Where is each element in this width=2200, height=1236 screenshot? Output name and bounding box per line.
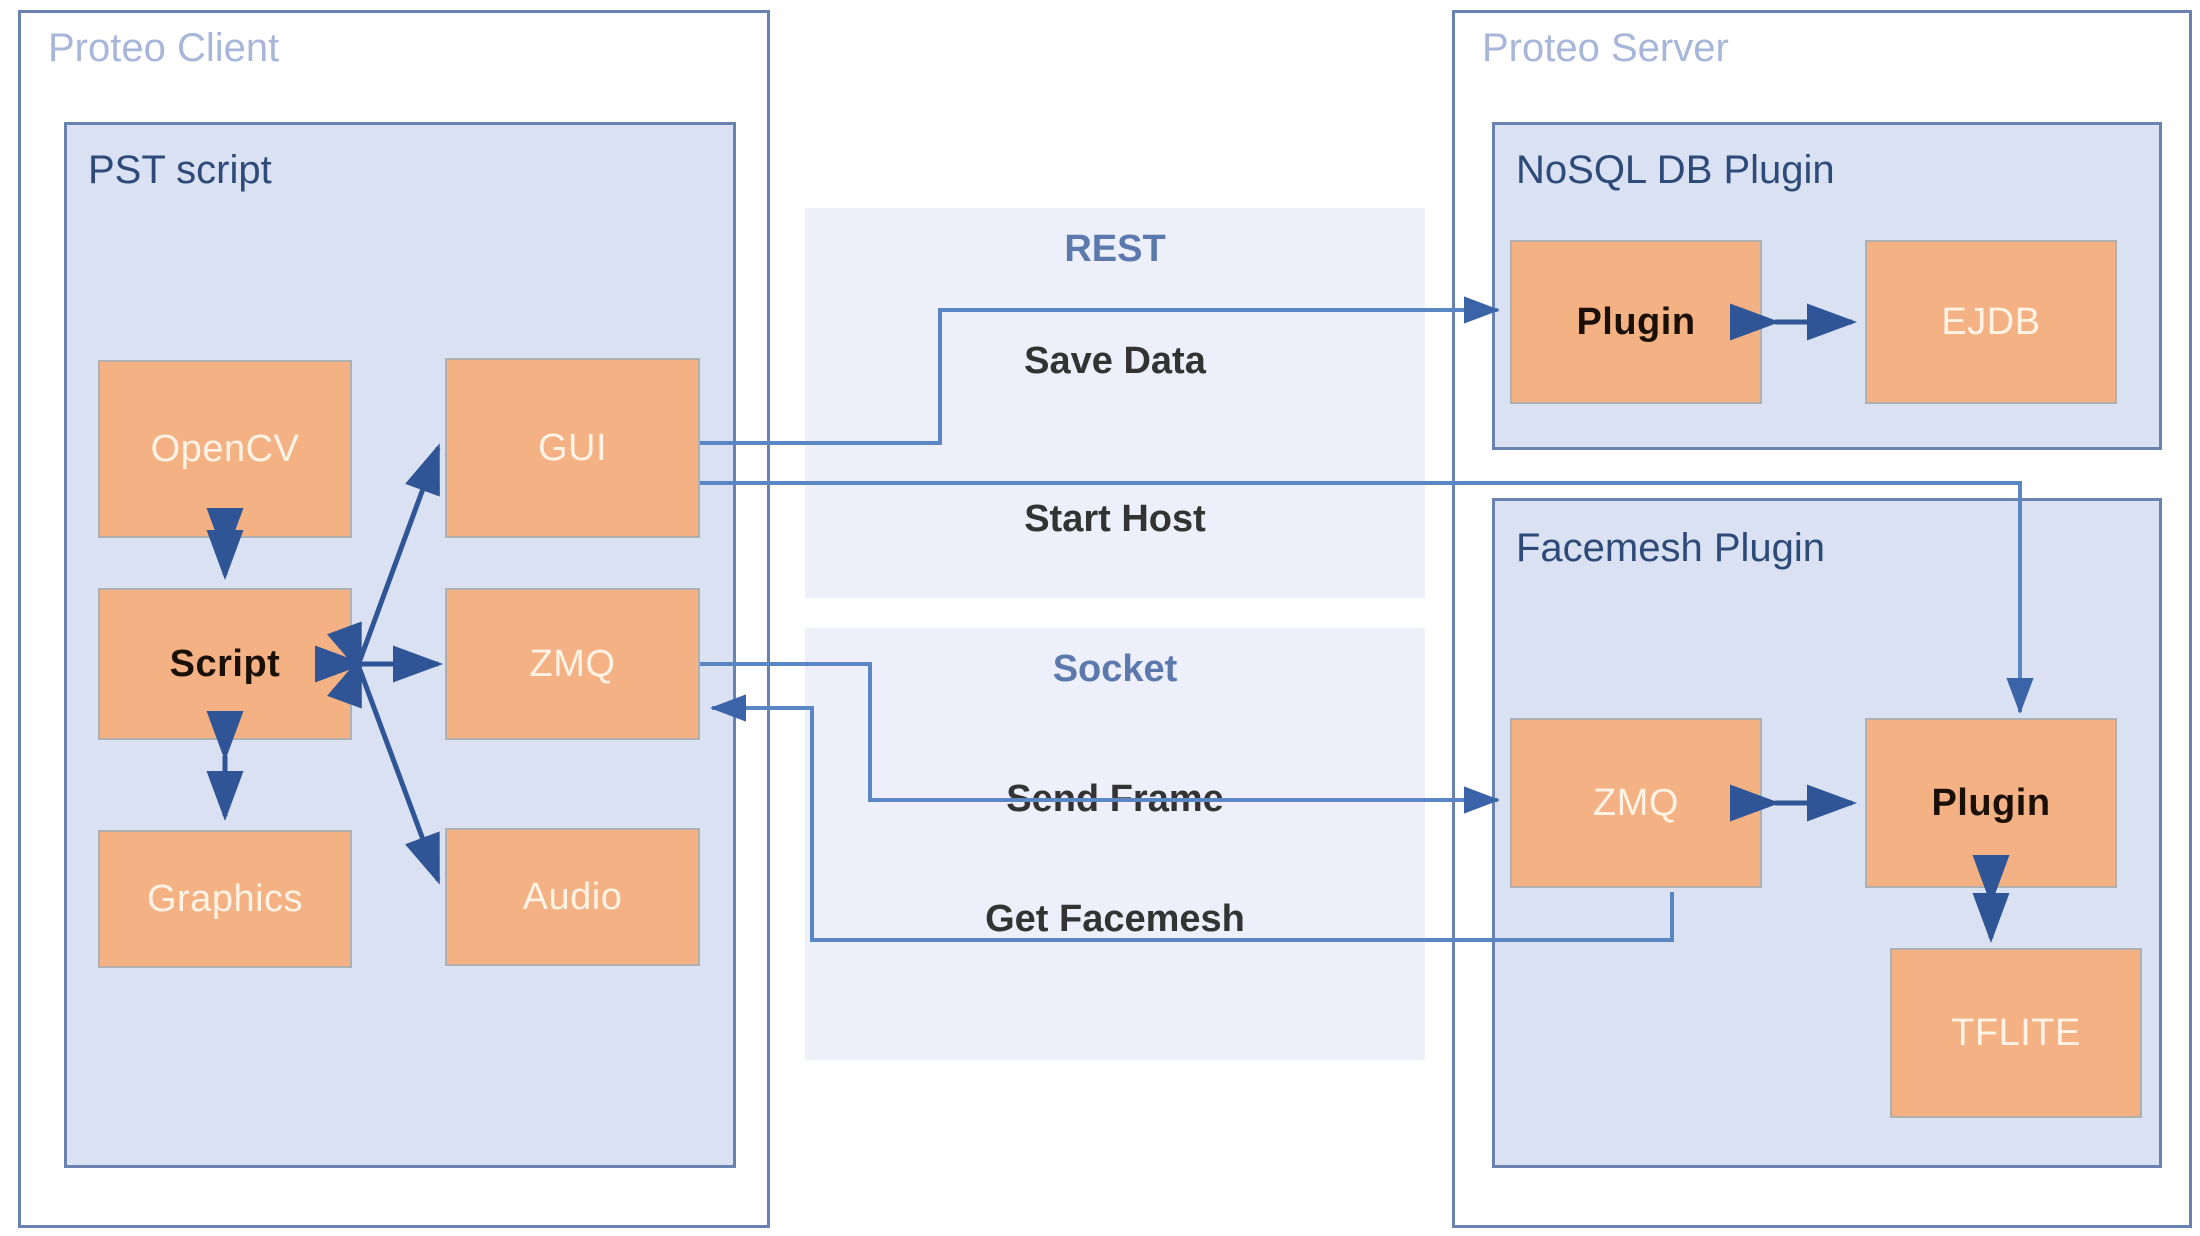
socket-band-title: Socket — [1052, 648, 1178, 690]
flow-label-start-host: Start Host — [1024, 498, 1206, 540]
nosql-db-plugin-title: NoSQL DB Plugin — [1516, 148, 1835, 192]
node-graphics[interactable]: Graphics — [98, 830, 352, 968]
flow-label-save-data: Save Data — [1024, 340, 1206, 382]
flow-label-send-frame: Send Frame — [1006, 778, 1224, 820]
rest-band-title: REST — [1064, 228, 1166, 270]
node-nosql-plugin[interactable]: Plugin — [1510, 240, 1762, 404]
node-ejdb[interactable]: EJDB — [1865, 240, 2117, 404]
node-gui[interactable]: GUI — [445, 358, 700, 538]
node-facemesh-plugin[interactable]: Plugin — [1865, 718, 2117, 888]
node-client-zmq[interactable]: ZMQ — [445, 588, 700, 740]
flow-label-get-facemesh: Get Facemesh — [985, 898, 1245, 940]
node-opencv[interactable]: OpenCV — [98, 360, 352, 538]
node-facemesh-zmq[interactable]: ZMQ — [1510, 718, 1762, 888]
facemesh-plugin-title: Facemesh Plugin — [1516, 526, 1826, 570]
proteo-client-title: Proteo Client — [48, 26, 280, 70]
socket-band — [805, 628, 1425, 1060]
pst-script-title: PST script — [88, 148, 272, 192]
proteo-server-title: Proteo Server — [1482, 26, 1729, 70]
node-script[interactable]: Script — [98, 588, 352, 740]
node-tflite[interactable]: TFLITE — [1890, 948, 2142, 1118]
node-audio[interactable]: Audio — [445, 828, 700, 966]
